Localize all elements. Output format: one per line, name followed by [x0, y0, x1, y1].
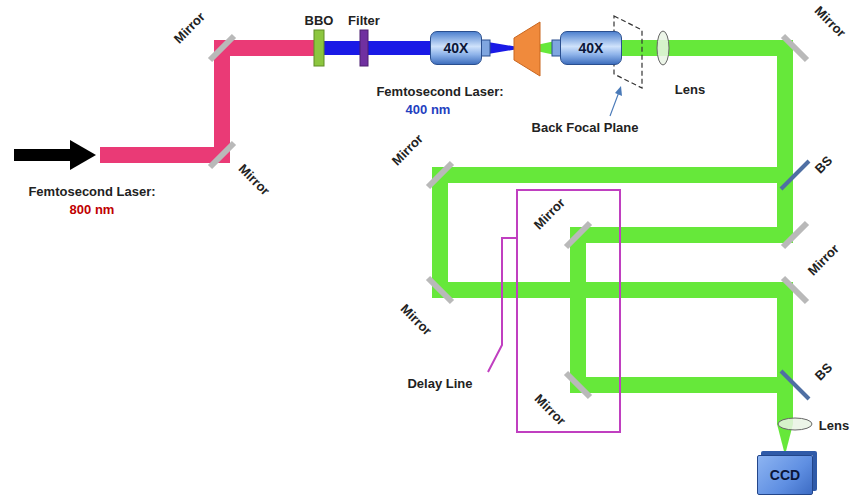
- mirror-label: Mirror: [806, 242, 843, 279]
- light-beam: [440, 48, 785, 424]
- blue-beam: [322, 41, 432, 55]
- delay-line-box: [488, 190, 620, 432]
- lens-label: Lens: [675, 83, 705, 97]
- bbo-label: BBO: [305, 14, 334, 28]
- mirror-label: Mirror: [172, 10, 209, 47]
- mirror: [428, 278, 452, 302]
- filter-label: Filter: [348, 14, 380, 28]
- mirror: [783, 36, 807, 60]
- filter: [360, 30, 368, 66]
- node-text: 40X: [444, 40, 469, 56]
- back-focal-plane: [610, 92, 619, 116]
- objective-lens: 40X: [560, 31, 622, 65]
- wavelength-label: 800 nm: [70, 203, 115, 217]
- delay-line-label: Delay Line: [407, 377, 472, 391]
- back-focal-plane: [615, 86, 622, 96]
- mirror-label: Mirror: [390, 132, 427, 169]
- beam-splitter: [781, 161, 809, 189]
- mirror: [210, 143, 234, 167]
- mirror: [210, 36, 234, 60]
- sample-prism: [514, 22, 540, 76]
- mirror: [428, 163, 452, 187]
- bs-label: BS: [813, 361, 836, 384]
- input-arrow: [14, 140, 96, 170]
- input-arrow: [70, 140, 96, 170]
- objective-nose: [481, 40, 490, 56]
- node-text: CCD: [770, 467, 800, 483]
- input-arrow: [14, 149, 72, 161]
- lens: [657, 31, 812, 430]
- wavelength-label: 400 nm: [406, 103, 451, 117]
- laser-label: Femtosecond Laser:: [28, 185, 155, 199]
- delay-line-box: [488, 238, 516, 372]
- plane-label: Back Focal Plane: [532, 121, 639, 135]
- mirror-label: Mirror: [812, 4, 849, 41]
- filter: [360, 30, 368, 66]
- bbo-crystal: [314, 30, 324, 66]
- bbo-crystal: [314, 30, 324, 66]
- mirror: [783, 223, 807, 247]
- mirror-label: Mirror: [532, 196, 569, 233]
- laser-label: Femtosecond Laser:: [376, 85, 503, 99]
- bs-label: BS: [813, 154, 836, 177]
- mirror: [566, 373, 590, 397]
- mirror: [566, 223, 590, 247]
- lens: [657, 31, 669, 65]
- mirror-label: Mirror: [236, 162, 273, 199]
- light-beam: [440, 48, 793, 455]
- mirror: [210, 36, 807, 397]
- delay-line-box: [517, 190, 620, 432]
- red-beam: [100, 48, 316, 155]
- mirror: [783, 278, 807, 302]
- beam-splitter: [781, 371, 809, 399]
- mirror-label: Mirror: [532, 392, 569, 429]
- beam-splitter: [781, 161, 809, 399]
- sample-prism: [514, 22, 540, 76]
- lens: [778, 418, 812, 430]
- red-beam: [100, 48, 316, 155]
- ccd-camera: CCD: [757, 455, 813, 495]
- mirror-label: Mirror: [398, 302, 435, 339]
- blue-beam: [322, 41, 432, 55]
- objective-lens: 40X: [430, 31, 482, 65]
- node-text: 40X: [579, 40, 604, 56]
- lens-label: Lens: [819, 419, 849, 433]
